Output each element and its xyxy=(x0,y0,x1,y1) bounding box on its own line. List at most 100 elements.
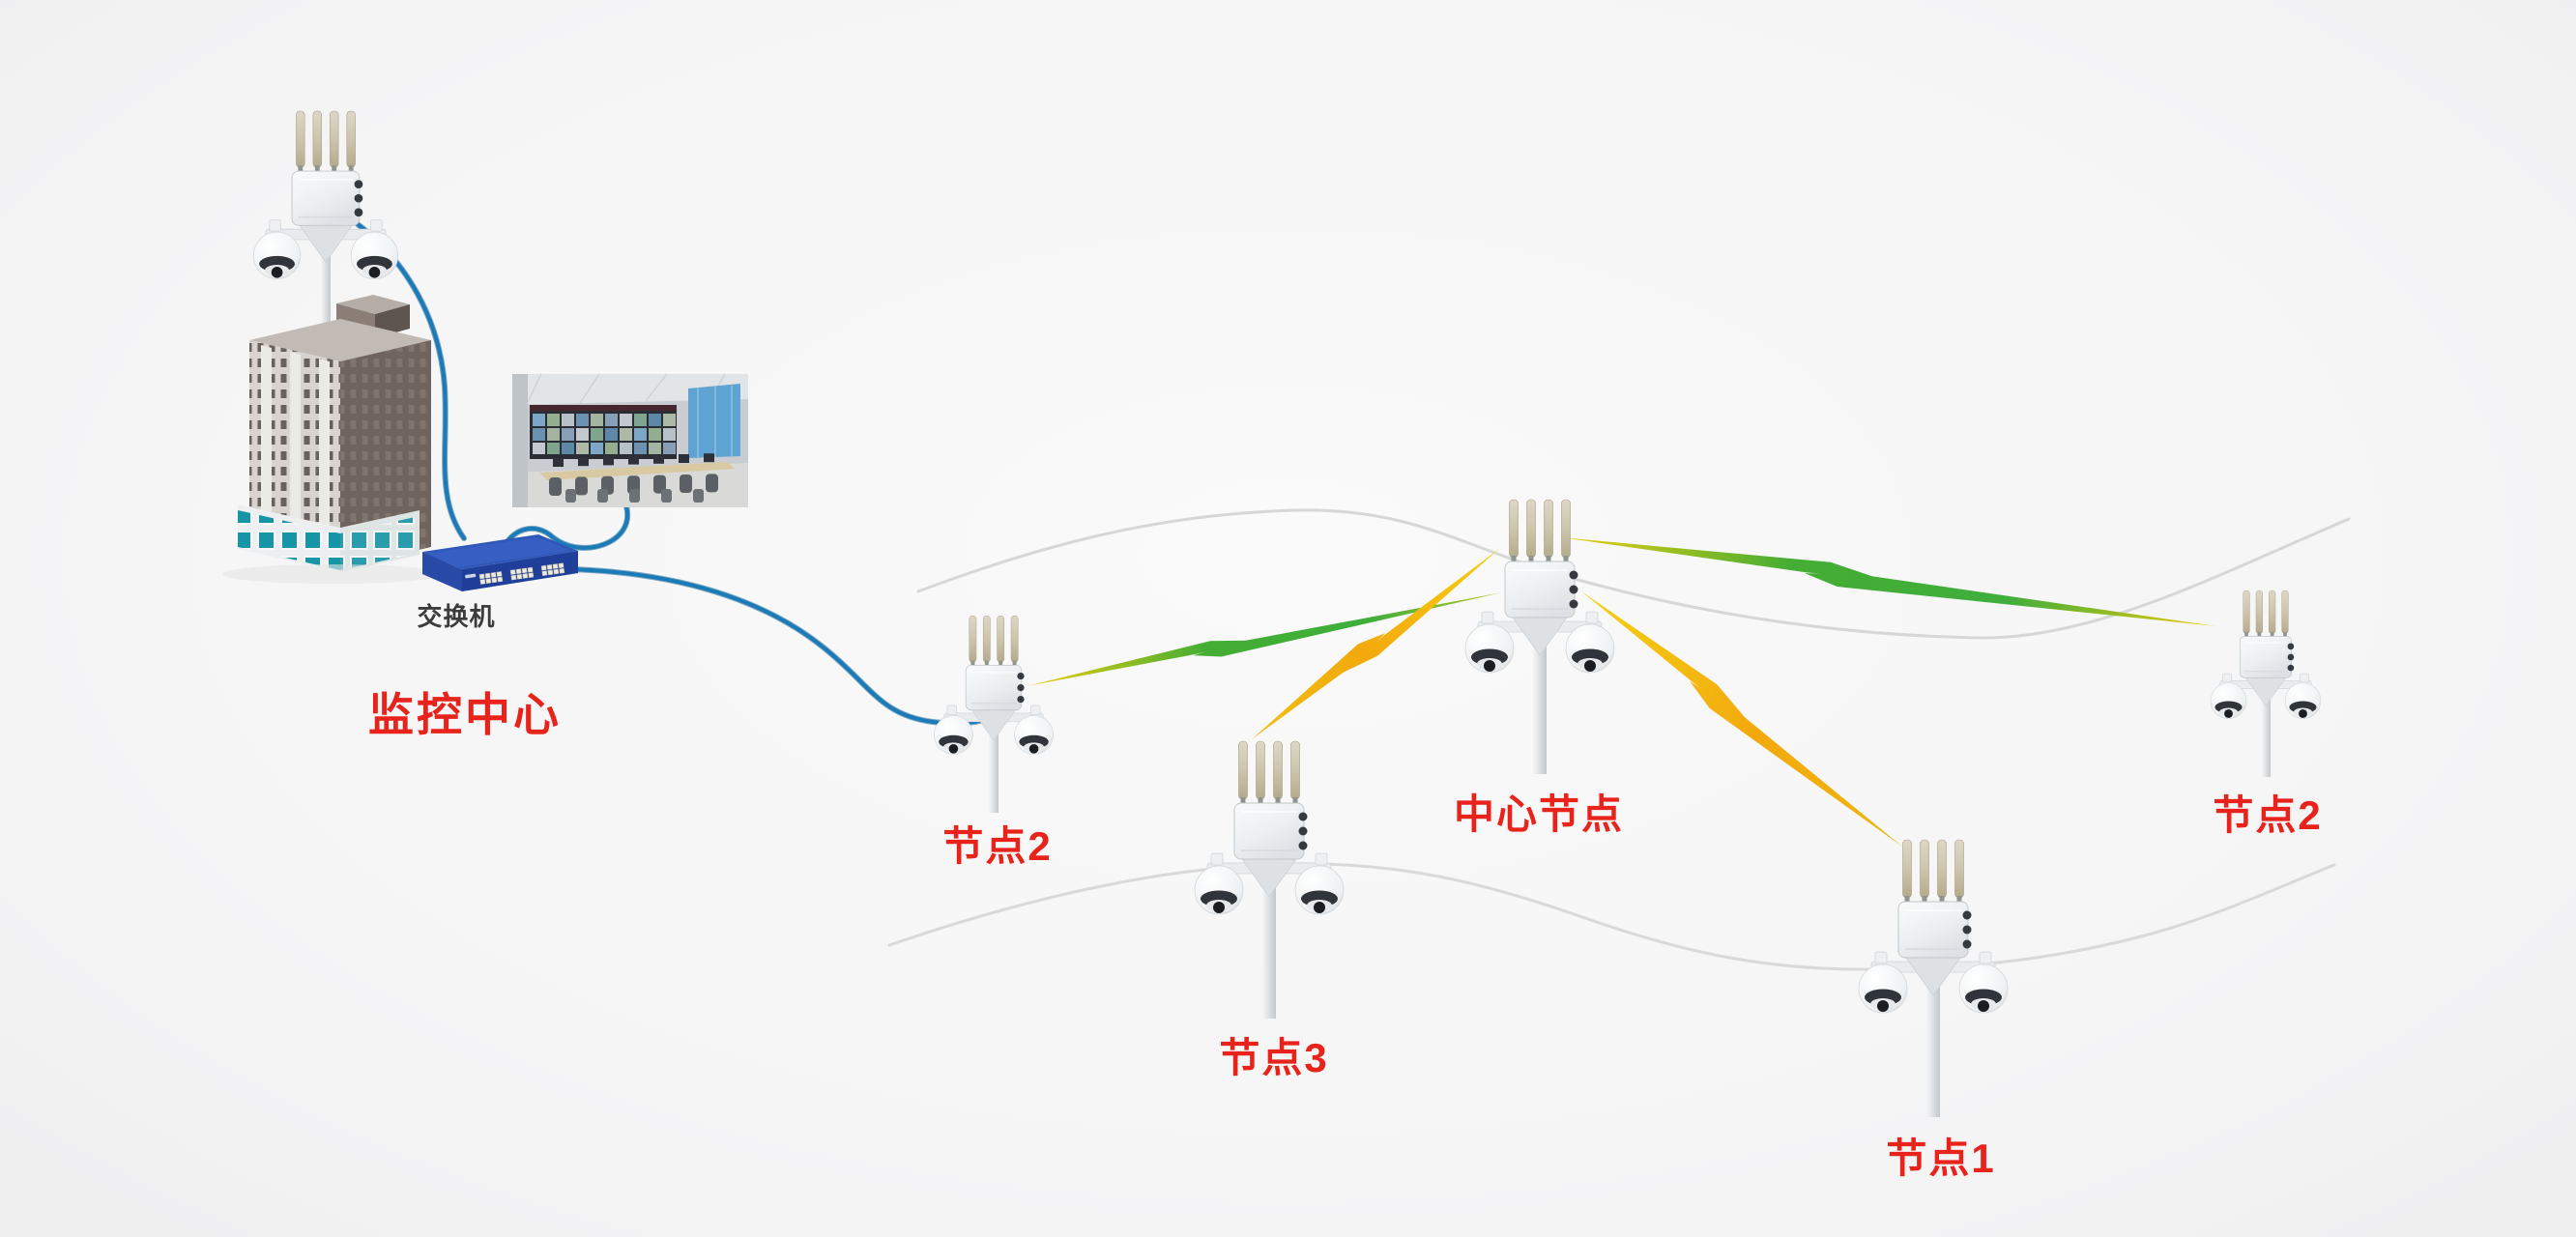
rj45-port xyxy=(516,574,523,580)
desk-monitor xyxy=(603,456,614,466)
video-wall-screen xyxy=(605,414,618,426)
rj45-port xyxy=(558,562,564,568)
lightning-bolt-link xyxy=(1252,633,1386,739)
lightning-bolt-link xyxy=(1690,681,1902,847)
cable-switch-to-node2 xyxy=(566,567,1011,726)
video-wall-screen xyxy=(663,443,676,454)
rooftop-station xyxy=(252,110,399,280)
rj45-port xyxy=(540,564,547,571)
office-chair xyxy=(629,489,640,503)
rj45-port xyxy=(552,563,559,569)
lightning-bolt-link xyxy=(1027,640,1250,686)
terrain-curve-upper xyxy=(916,508,2351,640)
rj45-port xyxy=(484,572,491,579)
rj45-port xyxy=(541,570,548,576)
node-node3 xyxy=(1194,740,1345,1019)
desk-monitor xyxy=(704,453,714,463)
rj45-port xyxy=(490,572,497,578)
rj45-port xyxy=(497,576,504,583)
video-wall-screen xyxy=(547,428,560,441)
video-wall-screen xyxy=(649,443,661,454)
cable-controlroom-to-switch xyxy=(501,504,630,552)
rj45-port xyxy=(515,568,522,575)
video-wall-screen xyxy=(649,428,661,441)
node-node2-left xyxy=(933,615,1055,813)
network-switch xyxy=(422,534,578,591)
video-wall-screen xyxy=(663,414,676,426)
office-chair xyxy=(661,489,672,503)
desk-monitor xyxy=(628,455,639,465)
rj45-port xyxy=(528,572,535,578)
lightning-bolt-link xyxy=(1560,537,1878,579)
node-center xyxy=(1464,499,1615,774)
video-wall-screen xyxy=(533,443,545,454)
rj45-port xyxy=(546,564,553,570)
lightning-bolt-link xyxy=(1581,591,1748,721)
video-wall-screen xyxy=(547,414,560,426)
video-wall-screen xyxy=(591,428,603,441)
building xyxy=(222,295,445,584)
video-wall-screen xyxy=(562,443,574,454)
pole xyxy=(989,691,999,813)
office-chair xyxy=(575,476,588,496)
office-chair xyxy=(680,475,692,493)
rj45-port xyxy=(510,574,517,581)
video-wall-screen xyxy=(605,428,618,441)
rj45-port xyxy=(479,579,486,585)
video-wall-screen xyxy=(562,414,574,426)
video-wall-screen xyxy=(663,428,676,441)
wireless-links xyxy=(1027,537,2216,847)
video-wall-screen xyxy=(649,414,661,426)
video-wall-screen xyxy=(547,443,560,454)
rooftop-pole xyxy=(321,227,331,324)
video-wall-screen xyxy=(605,443,618,454)
office-chair xyxy=(565,489,576,503)
rj45-port xyxy=(559,567,565,574)
node-node2-right xyxy=(2210,590,2322,777)
rj45-port xyxy=(485,578,492,584)
office-chair xyxy=(597,489,608,503)
video-wall-screen xyxy=(620,428,632,441)
rj45-port xyxy=(547,569,554,576)
desk-monitor xyxy=(653,454,664,464)
rj45-port xyxy=(496,571,503,577)
video-wall-screen xyxy=(533,428,545,441)
rj45-port-group xyxy=(540,562,565,576)
video-wall-screen xyxy=(591,414,603,426)
office-chair xyxy=(653,475,666,494)
rj45-port xyxy=(509,569,516,575)
rj45-port xyxy=(527,566,534,573)
office-chair xyxy=(693,489,704,503)
video-wall-screen xyxy=(533,414,545,426)
video-wall-screen xyxy=(576,443,589,454)
rj45-port-group xyxy=(509,566,535,581)
video-wall-screen xyxy=(562,428,574,441)
video-wall-screen xyxy=(634,414,647,426)
video-wall-screen xyxy=(634,443,647,454)
rj45-port xyxy=(522,573,529,579)
video-wall-screen xyxy=(620,414,632,426)
rj45-port-group xyxy=(478,571,504,585)
node-node1 xyxy=(1858,839,2009,1117)
video-wall-screen xyxy=(620,443,632,454)
control-room-photo xyxy=(512,373,748,507)
terrain-curve-lower xyxy=(887,862,2336,971)
cable-switch-to-node2 xyxy=(565,566,1012,727)
lightning-bolt-link xyxy=(1340,548,1500,675)
video-wall-screen xyxy=(634,428,647,441)
desk-monitor xyxy=(679,454,689,463)
pole xyxy=(2262,672,2271,777)
rj45-port xyxy=(491,577,498,584)
office-chair xyxy=(706,474,718,493)
office-chair xyxy=(549,477,562,496)
desk-monitor xyxy=(553,458,564,467)
rj45-port xyxy=(553,568,560,575)
lightning-bolt-link xyxy=(1805,573,2216,626)
desk-monitor xyxy=(578,457,589,467)
video-wall-screen xyxy=(591,443,603,454)
lightning-bolt-link xyxy=(1193,592,1502,657)
rj45-port xyxy=(521,567,528,574)
video-wall-screen xyxy=(576,428,589,441)
